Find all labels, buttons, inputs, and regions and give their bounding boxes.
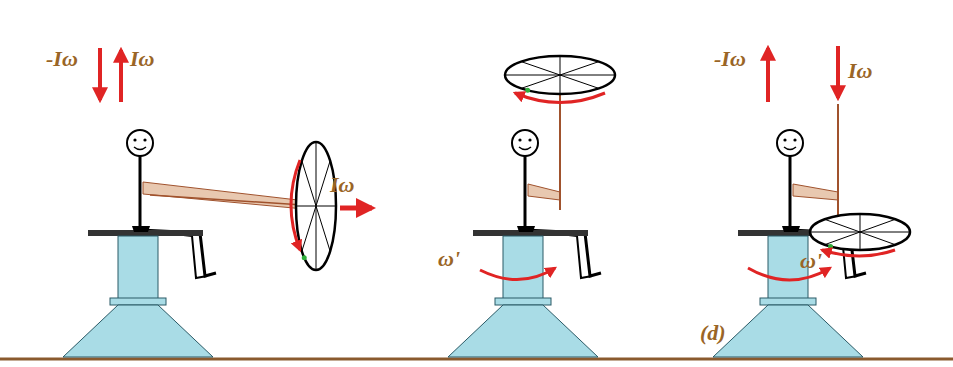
angular-momentum-label: Iω (330, 174, 354, 196)
torque-label: -Iω (46, 48, 78, 70)
rotation-label: ω' (800, 250, 822, 272)
torque-label: Iω (848, 60, 872, 82)
bicycle-wheel (296, 142, 336, 270)
panel-letter: (d) (700, 322, 726, 344)
bicycle-wheel (810, 214, 910, 250)
torque-label: -Iω (714, 48, 746, 70)
torque-label: Iω (130, 48, 154, 70)
bicycle-wheel (505, 56, 615, 94)
rotation-label: ω' (438, 248, 460, 270)
